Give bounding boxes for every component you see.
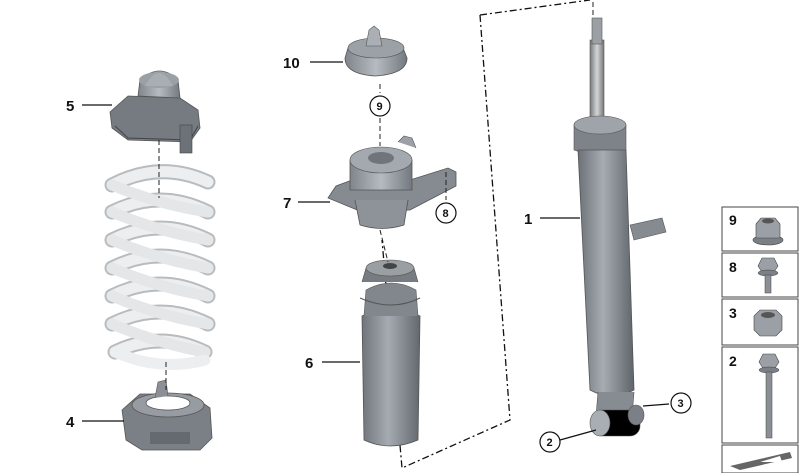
callout-10: 10	[283, 55, 300, 72]
circled-ref-3: 3	[670, 392, 692, 414]
callout-leader-lines	[82, 61, 670, 441]
coil-spring-part	[104, 164, 216, 370]
legend-label-3: 3	[729, 305, 737, 321]
circled-3: 3	[678, 398, 684, 410]
legend-label-2: 2	[729, 353, 737, 369]
callout-1: 1	[524, 211, 532, 228]
lower-spring-seat-part	[121, 379, 213, 451]
callout-7: 7	[283, 195, 291, 212]
strut-top-mount-part	[327, 135, 457, 229]
bump-stop-boot-part	[359, 259, 421, 447]
circled-9: 9	[377, 101, 383, 113]
circled-2: 2	[547, 437, 553, 449]
circled-ref-9: 9	[369, 95, 391, 117]
callout-4: 4	[66, 414, 75, 431]
flange-nut-icon	[752, 217, 784, 246]
circled-ref-8: 8	[435, 202, 457, 224]
shock-absorber-part	[573, 17, 667, 437]
callout-6: 6	[305, 355, 313, 372]
legend-label-9: 9	[729, 212, 737, 228]
assembly-axis-lines	[158, 2, 594, 390]
long-bolt-icon	[758, 353, 780, 439]
dust-cap-part	[344, 25, 408, 77]
circled-8: 8	[443, 208, 449, 220]
flange-bolt-icon	[757, 257, 779, 294]
assembly-boundary-dashline	[381, 0, 591, 469]
upper-spring-seat-part	[109, 70, 201, 154]
direction-arrow-icon	[730, 452, 792, 470]
callout-5: 5	[66, 98, 74, 115]
circled-ref-2: 2	[539, 431, 561, 453]
legend-label-8: 8	[729, 259, 737, 275]
hardware-legend: 9 8 3 2	[721, 206, 799, 473]
hex-nut-icon	[753, 309, 783, 337]
